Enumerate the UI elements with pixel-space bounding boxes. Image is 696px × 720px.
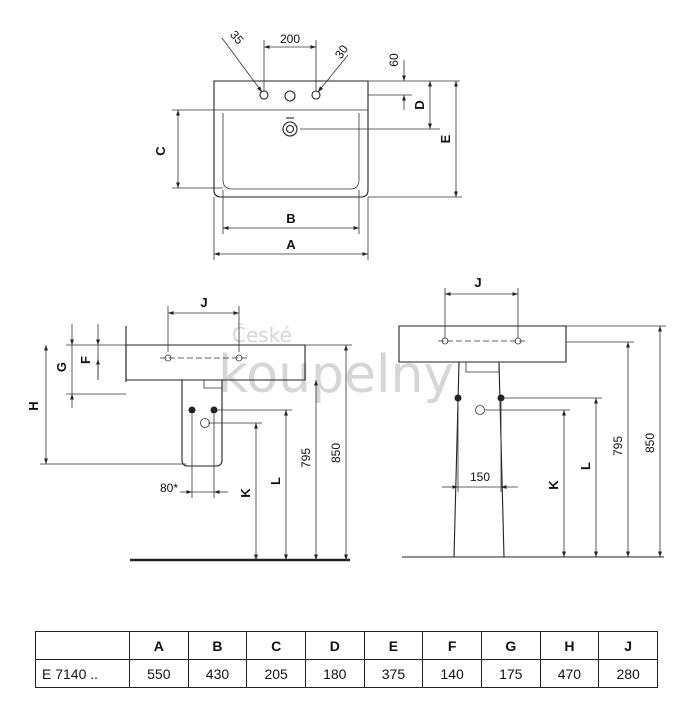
dim-200-label: 200 bbox=[280, 32, 300, 46]
table-header-cell: A bbox=[129, 631, 189, 660]
side-semi-pedestal bbox=[181, 380, 223, 467]
table-header-cell: G bbox=[480, 631, 541, 660]
front-view: J 150 K L 795 850 bbox=[398, 275, 666, 558]
front-waste-outlet bbox=[475, 405, 485, 415]
side-letter-g: G bbox=[54, 362, 69, 372]
side-basin-body bbox=[125, 344, 306, 381]
tap-hole-right bbox=[311, 90, 321, 100]
table-header-cell bbox=[35, 631, 130, 660]
watermark-line1: České bbox=[232, 323, 292, 347]
side-letter-j: J bbox=[200, 295, 207, 310]
front-letter-j: J bbox=[474, 275, 481, 290]
front-dim-150: 150 bbox=[470, 470, 490, 484]
drain-outer bbox=[282, 121, 298, 137]
front-dim-795: 795 bbox=[611, 436, 625, 456]
letter-c: C bbox=[153, 146, 168, 156]
tap-hole-left bbox=[259, 90, 269, 100]
watermark-line2: koupelny bbox=[218, 345, 454, 405]
front-letter-k: K bbox=[546, 480, 561, 490]
side-dim-80: 80* bbox=[160, 481, 178, 495]
dim-35-label: 35 bbox=[227, 28, 247, 47]
side-view: J G F H 80* K L 795 850 bbox=[26, 295, 352, 562]
dim-60-label: 60 bbox=[387, 53, 401, 67]
letter-e: E bbox=[438, 134, 453, 143]
front-basin-body bbox=[398, 325, 567, 363]
letter-d: D bbox=[412, 100, 427, 109]
table-cell: 175 bbox=[480, 659, 541, 688]
side-letter-l: L bbox=[268, 477, 283, 485]
dim-30-label: 30 bbox=[332, 42, 351, 61]
front-letter-l: L bbox=[578, 462, 593, 470]
side-dim-850: 850 bbox=[329, 443, 343, 463]
table-cell: 430 bbox=[187, 659, 248, 688]
basin-outline-top bbox=[213, 80, 369, 198]
watermark: České koupelny bbox=[218, 323, 454, 405]
tap-hole-center bbox=[284, 90, 296, 102]
table-row: E 7140 .. 550 430 205 180 375 140 175 47… bbox=[35, 659, 658, 688]
table-header-cell: J bbox=[598, 631, 658, 660]
technical-drawing: České koupelny 200 35 30 60 D bbox=[26, 28, 666, 562]
table-cell: 375 bbox=[363, 659, 424, 688]
letter-a: A bbox=[286, 237, 296, 252]
table-cell: 470 bbox=[539, 659, 600, 688]
table-header-cell: F bbox=[422, 631, 482, 660]
side-letter-h: H bbox=[26, 401, 41, 410]
table-cell: 140 bbox=[422, 659, 482, 688]
table-header-cell: C bbox=[246, 631, 306, 660]
table-header-cell: B bbox=[187, 631, 248, 660]
table-header-row: A B C D E F G H J bbox=[35, 631, 658, 660]
table-cell: 550 bbox=[129, 659, 189, 688]
dimension-table: A B C D E F G H J E 7140 .. 550 430 205 … bbox=[35, 631, 658, 688]
table-header-cell: H bbox=[539, 631, 600, 660]
table-header-cell: E bbox=[363, 631, 424, 660]
table-cell: 280 bbox=[598, 659, 658, 688]
front-pedestal bbox=[453, 361, 505, 558]
table-cell: 180 bbox=[304, 659, 365, 688]
side-dim-795: 795 bbox=[299, 448, 313, 468]
front-dim-850: 850 bbox=[643, 433, 657, 453]
table-cell: 205 bbox=[246, 659, 306, 688]
side-letter-k: K bbox=[238, 488, 253, 498]
drain-inner bbox=[285, 124, 295, 134]
side-letter-f: F bbox=[78, 356, 93, 364]
letter-b: B bbox=[286, 211, 295, 226]
table-cell-model: E 7140 .. bbox=[35, 659, 130, 688]
top-view: 200 35 30 60 D E C B A bbox=[153, 28, 462, 260]
basin-bowl-top bbox=[222, 113, 360, 190]
table-header-cell: D bbox=[304, 631, 365, 660]
